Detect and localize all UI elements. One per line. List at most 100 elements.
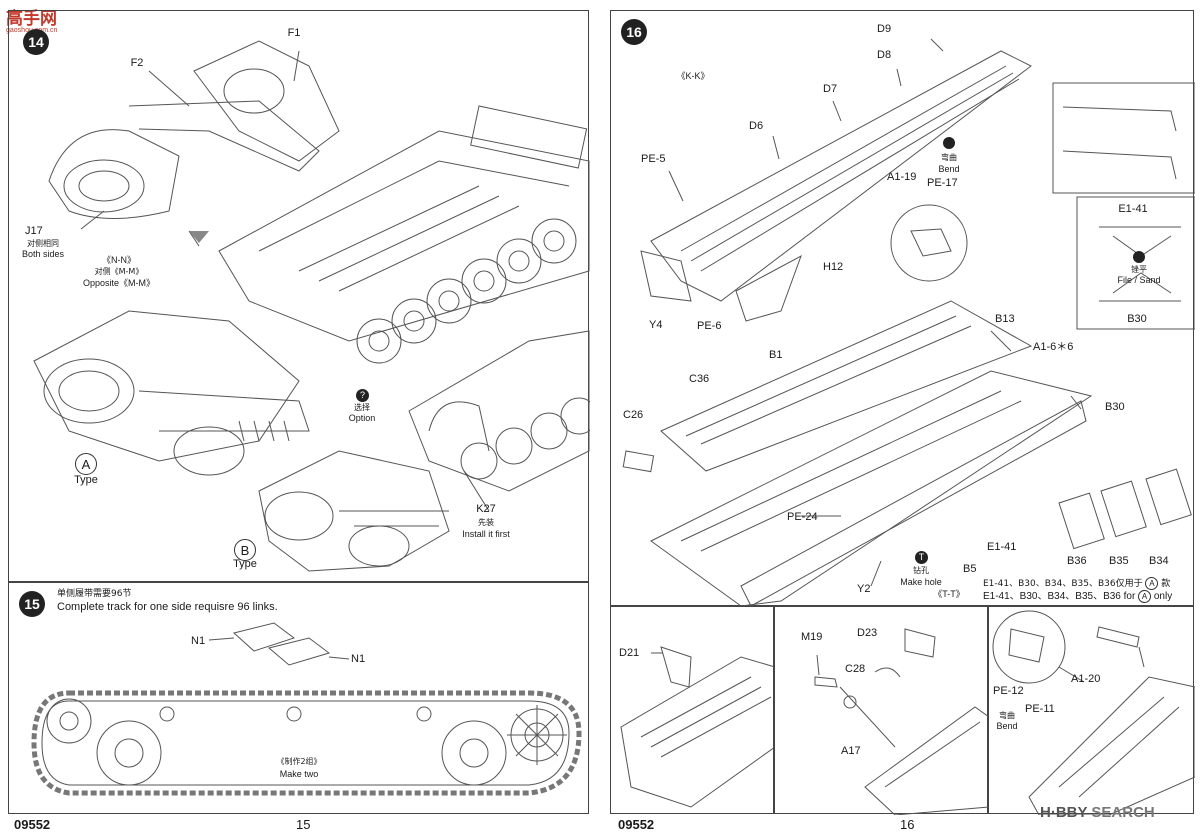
p3-bend-en: Bend — [996, 721, 1018, 731]
type-a-letter: A — [75, 453, 97, 475]
part-label-n1-left: N1 — [191, 635, 206, 647]
drill-icon: T — [915, 551, 928, 564]
type-a-only-note: E1-41、B30、B34、B35、B36仅用于 A 款 E1-41、B30、B… — [983, 577, 1172, 603]
nn-note-en: Opposite《M-M》 — [82, 278, 156, 288]
part-label-pe6: PE-6 — [697, 320, 722, 332]
panel1-illustration — [620, 646, 775, 808]
note-letter-en: A — [1138, 590, 1152, 603]
bottom-panel-2: M19 D23 C28 A17 — [774, 606, 989, 815]
part-label-b5: B5 — [963, 563, 977, 575]
make-two-en: Make two — [279, 769, 319, 779]
note-letter-cn: A — [1145, 577, 1159, 590]
right-page: 16 — [600, 0, 1200, 833]
part-label-c36: C36 — [689, 373, 710, 385]
step15-panel: 15 单侧履带需要96节 Complete track for one side… — [8, 582, 589, 814]
part-label-b34: B34 — [1149, 555, 1169, 567]
part-label-h12: H12 — [823, 261, 844, 273]
watermark-left: H·BBY — [1040, 804, 1088, 821]
nn-label: 《N-N》 — [102, 255, 136, 265]
part-label-pe17: PE-17 — [927, 177, 958, 189]
option-note-en: Option — [348, 413, 376, 423]
part-label-b30-main: B30 — [1105, 401, 1125, 413]
option-icon: ? — [356, 389, 369, 402]
part-label-d6: D6 — [749, 120, 764, 132]
part-label-a1-20: A1-20 — [1071, 673, 1101, 685]
kk-label: 《K-K》 — [676, 71, 710, 81]
right-code: 09552 — [618, 817, 655, 832]
part-label-a17: A17 — [841, 745, 861, 757]
step14-illustration — [33, 40, 590, 572]
part-label-k27: K27 — [476, 503, 496, 515]
part-label-c28: C28 — [845, 663, 866, 675]
part-label-e1-41: E1-41 — [987, 541, 1017, 553]
step16-number: 16 — [621, 19, 647, 45]
step15-number: 15 — [19, 591, 45, 617]
j17-note-cn: 对侧相同 — [27, 239, 59, 248]
p3-bend-cn: 弯曲 — [999, 711, 1015, 720]
step14-number: 14 — [23, 29, 49, 55]
j17-note-en: Both sides — [21, 249, 65, 259]
part-label-d9: D9 — [877, 23, 892, 35]
part-label-pe24: PE-24 — [787, 511, 818, 523]
step16-panel: 16 — [610, 10, 1195, 607]
tt-label: 《T-T》 — [933, 589, 965, 599]
note-en-pre: E1-41、B30、B34、B35、B36 for — [983, 591, 1136, 602]
type-a-label: Type — [74, 474, 98, 486]
bend-note-en: Bend — [938, 164, 960, 174]
part-label-y4: Y4 — [649, 319, 663, 331]
left-page: 高手网 gaoshou.com.cn 14 — [6, 9, 590, 832]
inset-label-b30: B30 — [1127, 313, 1147, 325]
part-label-a1-6: A1-6＊6 — [1033, 341, 1074, 353]
part-label-d23: D23 — [857, 627, 878, 639]
part-label-b35: B35 — [1109, 555, 1129, 567]
part-label-pe5: PE-5 — [641, 153, 666, 165]
type-b-letter: B — [234, 539, 256, 561]
bend-note-cn: 弯曲 — [941, 153, 957, 162]
bottom-panel-3: A1-20 PE-12 弯曲 Bend PE-11 — [988, 606, 1195, 815]
step14-panel: 14 — [8, 10, 590, 582]
install-note-cn: 先装 — [478, 518, 494, 527]
file-note-en: File / Sand — [1117, 275, 1161, 285]
watermark-right: SEARCH — [1091, 804, 1155, 821]
part-label-b1: B1 — [769, 349, 783, 361]
make-two-cn: 《制作2组》 — [276, 757, 322, 766]
part-label-b13: B13 — [995, 313, 1015, 325]
part-label-c26: C26 — [623, 409, 644, 421]
part-label-y2: Y2 — [857, 583, 871, 595]
part-label-d21: D21 — [619, 647, 640, 659]
part-label-b36: B36 — [1067, 555, 1087, 567]
step15-text-cn: 单侧履带需要96节 — [57, 589, 132, 599]
part-label-n1-right: N1 — [351, 653, 366, 665]
make-hole-en: Make hole — [900, 577, 942, 587]
part-label-pe12: PE-12 — [993, 685, 1024, 697]
note-cn-post: 款 — [1161, 579, 1171, 589]
part-label-a1-19: A1-19 — [887, 171, 917, 183]
option-note-cn: 选择 — [354, 403, 370, 412]
make-hole-cn: 钻孔 — [913, 566, 929, 575]
right-page-number: 16 — [900, 817, 915, 832]
install-note-en: Install it first — [462, 529, 510, 539]
part-label-d7: D7 — [823, 83, 838, 95]
note-en-post: only — [1153, 591, 1173, 602]
file-note-cn: 锉平 — [1131, 265, 1147, 274]
type-b-label: Type — [233, 558, 257, 570]
panel2-illustration — [814, 628, 989, 815]
part-label-d8: D8 — [877, 49, 892, 61]
part-label-m19: M19 — [801, 631, 823, 643]
left-code: 09552 — [14, 817, 51, 832]
part-label-f1: F1 — [287, 27, 301, 39]
panel3-illustration — [992, 610, 1195, 815]
step15-text-en: Complete track for one side requisre 96 … — [57, 601, 278, 613]
watermark: H·BBY SEARCH — [1040, 804, 1155, 821]
nn-note-cn: 对侧《M-M》 — [94, 267, 144, 276]
inset-label-e1-41: E1-41 — [1118, 203, 1148, 215]
note-cn-pre: E1-41、B30、B34、B35、B36仅用于 — [983, 579, 1143, 589]
site-logo-text: 高手网 — [6, 9, 57, 29]
part-label-f2: F2 — [130, 57, 144, 69]
left-page-number: 15 — [296, 817, 311, 832]
part-label-pe11: PE-11 — [1025, 703, 1055, 715]
part-label-j17: J17 — [25, 225, 43, 237]
track-illustration — [31, 622, 582, 796]
step16-illustration — [622, 38, 1195, 607]
bottom-panel-1: D21 — [610, 606, 775, 814]
